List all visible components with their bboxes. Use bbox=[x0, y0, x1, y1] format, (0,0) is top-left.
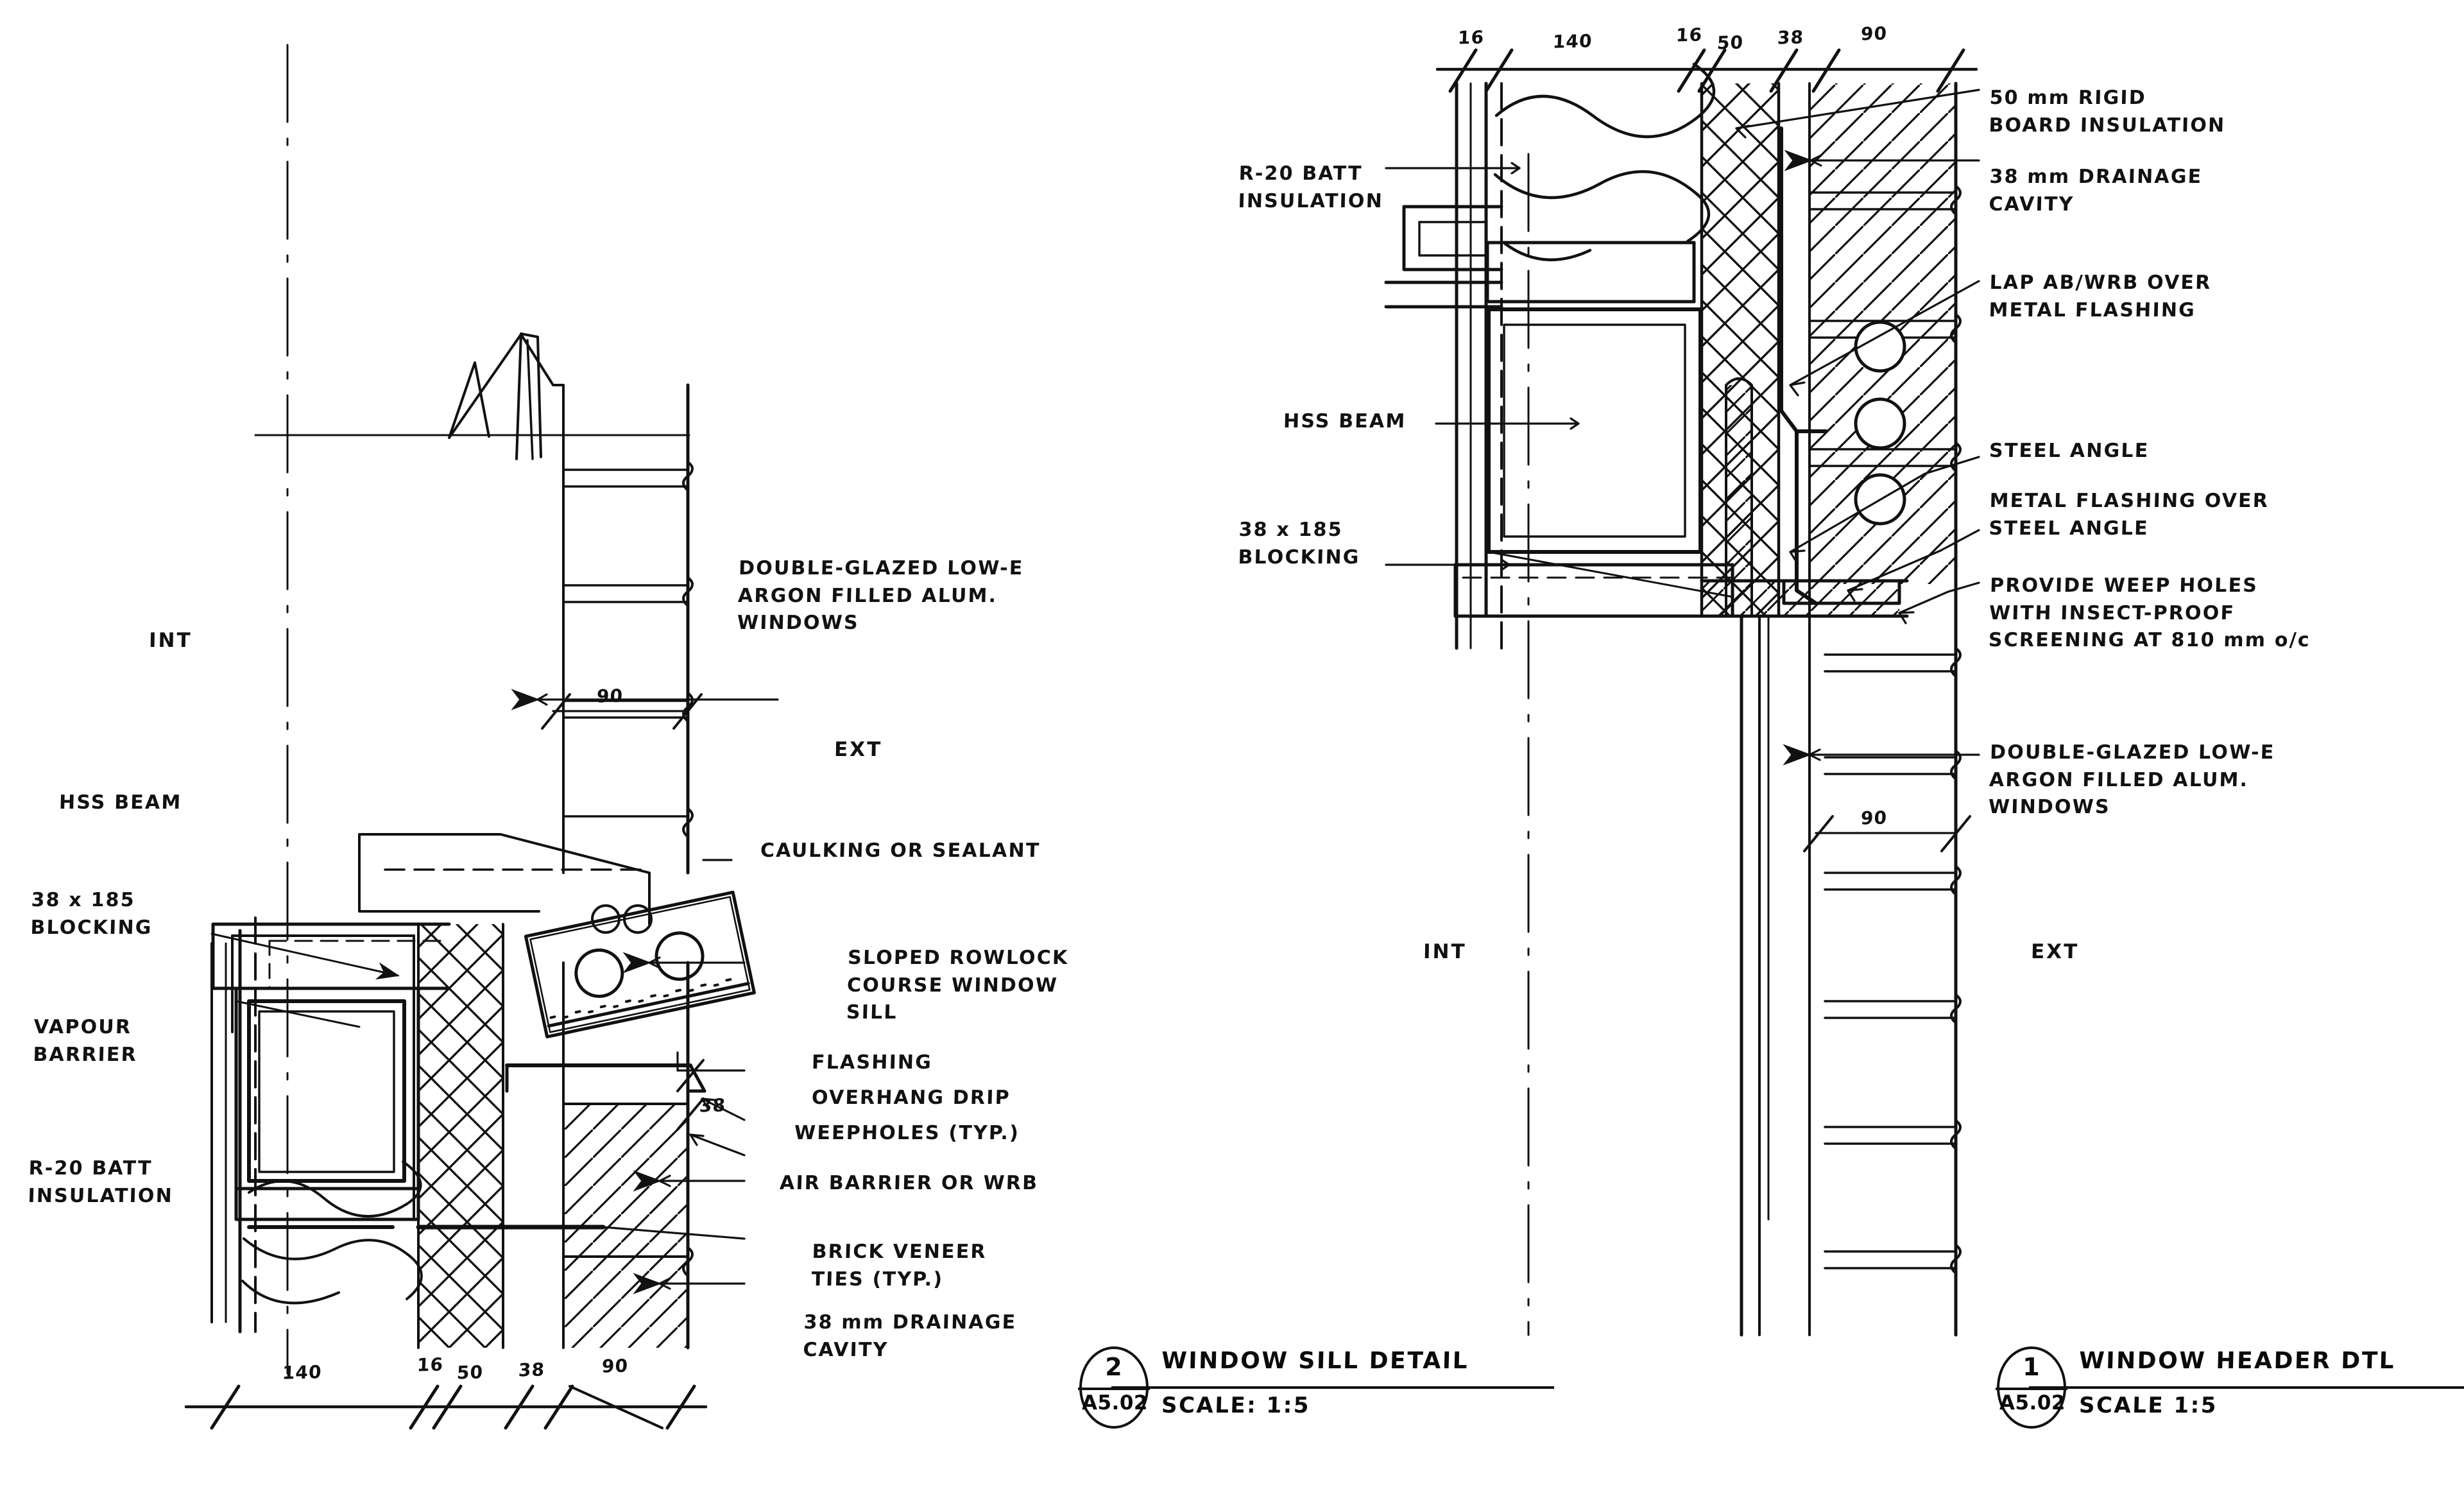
header-dim-16b: 16 bbox=[1675, 24, 1703, 46]
header-dim-140: 140 bbox=[1552, 30, 1593, 53]
sill-detail-number: 2 bbox=[1105, 1353, 1123, 1381]
header-detail-geometry bbox=[1384, 48, 1980, 1337]
header-note-steel-angle: STEEL ANGLE bbox=[1989, 440, 2150, 462]
sill-detail-scale: SCALE: 1:5 bbox=[1161, 1393, 1311, 1418]
sill-title-underline bbox=[1111, 1386, 1554, 1389]
sill-note-hss-beam: HSS BEAM bbox=[58, 791, 182, 814]
sill-ext-label: EXT bbox=[834, 738, 883, 761]
sill-detail-title: WINDOW SILL DETAIL bbox=[1161, 1348, 1469, 1374]
sill-note-blocking: 38 x 185 BLOCKING bbox=[30, 889, 153, 939]
sill-note-drainage-cavity: 38 mm DRAINAGE CAVITY bbox=[803, 1311, 1017, 1361]
header-note-drainage-cavity: 38 mm DRAINAGE CAVITY bbox=[1989, 166, 2203, 216]
header-detail-title: WINDOW HEADER DTL bbox=[2078, 1348, 2396, 1374]
header-note-weep-holes: PROVIDE WEEP HOLES WITH INSECT-PROOF SCR… bbox=[1988, 574, 2311, 652]
header-dim-38: 38 bbox=[1777, 26, 1804, 49]
sill-dim-90-brick: 90 bbox=[596, 685, 624, 707]
header-note-hss-beam: HSS BEAM bbox=[1283, 410, 1407, 433]
sill-sheet-number: A5.02 bbox=[1082, 1391, 1148, 1414]
sill-dim-140: 140 bbox=[282, 1361, 323, 1384]
header-dim-90-brick: 90 bbox=[1860, 807, 1888, 829]
header-note-rigid-board: 50 mm RIGID BOARD INSULATION bbox=[1989, 87, 2226, 137]
sill-detail-geometry bbox=[184, 44, 779, 1430]
sill-dim-38-cavity: 38 bbox=[699, 1094, 726, 1117]
sill-note-windows: DOUBLE-GLAZED LOW-E ARGON FILLED ALUM. W… bbox=[737, 557, 1024, 635]
sill-int-label: INT bbox=[148, 629, 193, 652]
header-dim-50: 50 bbox=[1716, 31, 1744, 54]
header-detail-number: 1 bbox=[2023, 1353, 2041, 1381]
header-note-batt-insulation: R-20 BATT INSULATION bbox=[1238, 162, 1384, 212]
sill-bubble-divider bbox=[1078, 1388, 1150, 1390]
sill-note-batt-insulation: R-20 BATT INSULATION bbox=[28, 1157, 174, 1207]
header-int-label: INT bbox=[1423, 940, 1467, 963]
sill-note-vapour-barrier: VAPOUR BARRIER bbox=[33, 1016, 138, 1066]
sill-note-overhang-drip: OVERHANG DRIP bbox=[811, 1087, 1011, 1109]
sill-note-air-barrier: AIR BARRIER OR WRB bbox=[779, 1172, 1039, 1194]
header-title-underline bbox=[2029, 1386, 2464, 1389]
sill-note-weepholes: WEEPHOLES (TYP.) bbox=[794, 1122, 1020, 1144]
header-dim-16a: 16 bbox=[1457, 26, 1485, 49]
header-note-windows: DOUBLE-GLAZED LOW-E ARGON FILLED ALUM. W… bbox=[1988, 741, 2275, 819]
sill-note-flashing: FLASHING bbox=[811, 1051, 933, 1074]
header-note-blocking: 38 x 185 BLOCKING bbox=[1238, 519, 1361, 569]
sill-note-caulking: CAULKING OR SEALANT bbox=[760, 839, 1041, 862]
sill-note-rowlock-sill: SLOPED ROWLOCK COURSE WINDOW SILL bbox=[846, 947, 1069, 1024]
sill-note-brick-ties: BRICK VENEER TIES (TYP.) bbox=[811, 1241, 988, 1291]
header-bubble-divider bbox=[1996, 1388, 2067, 1390]
header-sheet-number: A5.02 bbox=[1999, 1391, 2066, 1414]
header-note-metal-flashing: METAL FLASHING OVER STEEL ANGLE bbox=[1989, 490, 2270, 540]
sill-dim-38: 38 bbox=[518, 1359, 545, 1381]
sill-dim-50: 50 bbox=[456, 1361, 484, 1384]
header-ext-label: EXT bbox=[2030, 940, 2080, 963]
sill-dim-16: 16 bbox=[416, 1354, 444, 1376]
header-dim-90: 90 bbox=[1860, 22, 1888, 45]
sill-dim-90: 90 bbox=[601, 1355, 629, 1377]
header-note-lap-ab-wrb: LAP AB/WRB OVER METAL FLASHING bbox=[1989, 271, 2212, 322]
header-detail-scale: SCALE 1:5 bbox=[2078, 1393, 2218, 1418]
